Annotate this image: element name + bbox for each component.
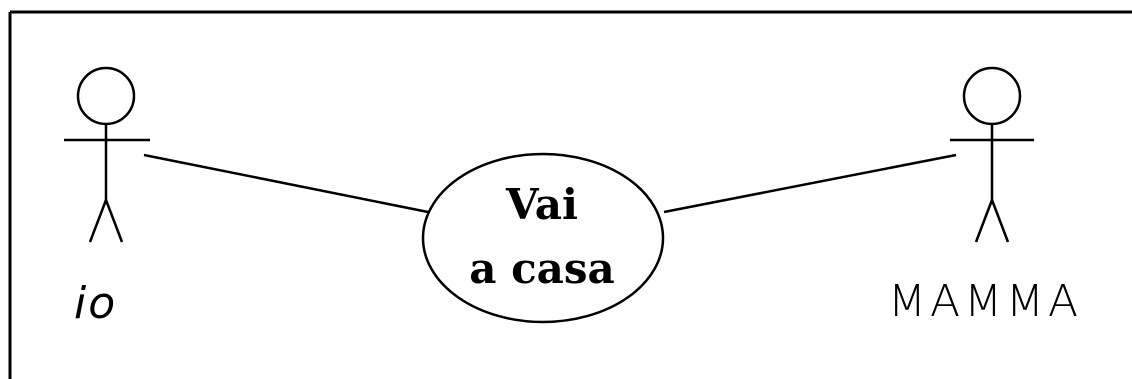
actor-mamma-right-leg <box>990 199 1010 243</box>
actor-io-left-leg <box>88 199 108 243</box>
actor-mamma-head <box>962 66 1022 126</box>
actor-io-figure <box>64 66 150 243</box>
association-io-to-usecase <box>143 153 429 214</box>
actor-mamma-left-leg <box>974 199 994 243</box>
use-case-label-line1: Vai <box>506 180 578 229</box>
actor-io-head <box>76 66 136 126</box>
use-case-ellipse <box>421 152 665 324</box>
actor-mamma-label: MAMMA <box>888 276 1083 327</box>
use-case-label-line2: a casa <box>469 244 615 293</box>
diagram-frame <box>8 10 1132 379</box>
actor-mamma-figure <box>950 66 1034 243</box>
association-mamma-to-usecase <box>663 153 957 214</box>
actor-io-right-leg <box>104 199 124 243</box>
actor-io-label: io <box>74 278 118 329</box>
